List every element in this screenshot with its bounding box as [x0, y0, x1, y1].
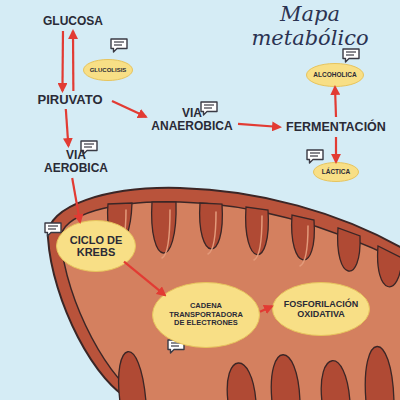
flow-arrow — [335, 87, 336, 117]
flow-arrow — [61, 31, 64, 91]
node-text: PIRUVATO — [37, 93, 102, 108]
ellipse-shape — [314, 163, 359, 182]
flow-arrow — [335, 137, 337, 162]
ellipse-shape — [153, 283, 260, 348]
process-ellipse: CADENA TRANSPORTADORA DE ELECTRONES — [152, 282, 260, 348]
node-text: CICLO DE KREBS — [65, 234, 127, 259]
flow-arrow — [238, 124, 280, 127]
process-label: VIA AEROBICA — [38, 146, 114, 178]
flow-arrow — [66, 109, 69, 146]
node-text: FOSFORILACIÓN OXIDATIVA — [277, 299, 365, 319]
node-text: ALCOHOLICA — [313, 71, 356, 78]
mitochondrion-outer-membrane — [48, 188, 400, 400]
flow-arrow — [112, 101, 146, 117]
process-label: GLUCOSA — [38, 13, 108, 31]
comment-icon — [307, 150, 323, 163]
comment-icon — [45, 223, 61, 236]
process-label: PIRUVATO — [28, 91, 112, 109]
node-text: VIA ANAEROBICA — [146, 107, 238, 134]
process-ellipse: CICLO DE KREBS — [56, 220, 136, 272]
flow-arrow — [260, 306, 272, 311]
flow-arrow — [72, 178, 80, 222]
mitochondrion-cristae — [108, 202, 400, 400]
node-text: LÁCTICA — [322, 168, 351, 175]
node-text: GLUCOSA — [43, 15, 103, 28]
process-label: VIA ANAEROBICA — [146, 104, 238, 136]
comment-icon — [111, 39, 127, 52]
process-ellipse: FOSFORILACIÓN OXIDATIVA — [272, 282, 370, 336]
ellipse-shape — [307, 64, 364, 87]
ellipse-shape — [84, 60, 133, 81]
diagram-title: Mapa metabólico — [222, 2, 398, 50]
node-text: CADENA TRANSPORTADORA DE ELECTRONES — [165, 302, 247, 327]
flow-arrow — [72, 31, 75, 91]
node-text: FERMENTACIÓN — [286, 120, 386, 134]
flow-arrow — [124, 262, 165, 296]
node-text: VIA AEROBICA — [38, 149, 114, 176]
comment-icon — [201, 102, 217, 115]
ellipse-shape — [57, 221, 136, 272]
process-ellipse: GLUCOLISIS — [83, 59, 133, 81]
ellipse-shape — [273, 283, 370, 336]
node-text: GLUCOLISIS — [90, 67, 127, 74]
process-ellipse: ALCOHOLICA — [306, 63, 364, 87]
process-label: FERMENTACIÓN — [280, 117, 392, 137]
process-ellipse: LÁCTICA — [313, 162, 359, 182]
comment-icon — [343, 49, 359, 62]
cristae-highlights — [118, 210, 308, 266]
